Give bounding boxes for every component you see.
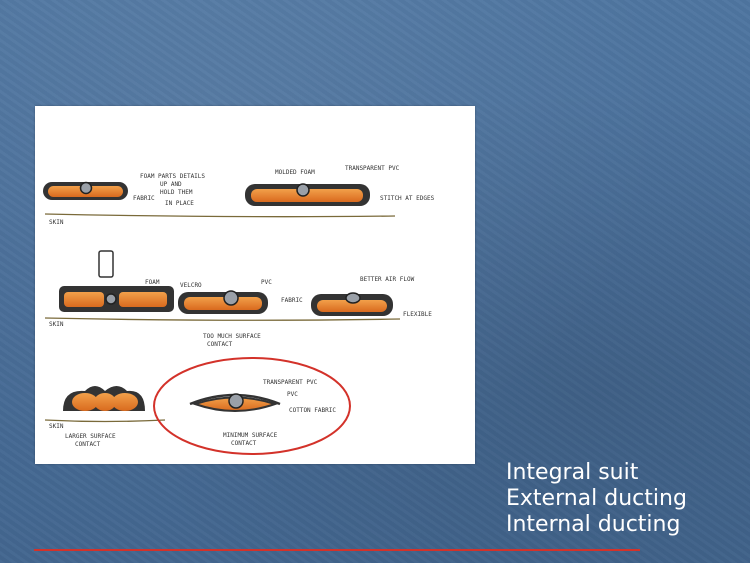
foam-part-2b: [184, 297, 262, 310]
note-1-fabric: FABRIC: [133, 195, 155, 202]
note-1c: HOLD THEM: [160, 189, 193, 196]
bullet-item: Integral suit: [506, 460, 736, 486]
foam-part-2a-left: [64, 292, 104, 307]
bullet-item: Internal ducting: [506, 512, 736, 538]
note-3-contact: CONTACT: [231, 440, 257, 447]
note-2-pvc: PVC: [261, 279, 272, 286]
note-1b: UP AND: [160, 181, 182, 188]
foam-bubble-3a-3: [112, 393, 138, 411]
note-1a: FOAM PARTS DETAILS: [140, 173, 205, 180]
note-3-pvc: TRANSPARENT PVC: [263, 379, 318, 386]
note-1d: IN PLACE: [165, 200, 194, 207]
note-2-fabric: FABRIC: [281, 297, 303, 304]
skin-label-3: SKIN: [49, 423, 64, 430]
sketch-row-1: SKIN FOAM PARTS DETAILS UP AND HOLD THEM…: [43, 165, 435, 226]
note-1-foam: MOLDED FOAM: [275, 169, 315, 176]
bullet-list: Integral suit External ducting Internal …: [506, 460, 736, 538]
air-duct-1b: [297, 184, 309, 196]
note-2-surface: TOO MUCH SURFACE: [203, 333, 261, 340]
foam-part-2a-right: [119, 292, 167, 307]
note-2-foam: FOAM: [145, 279, 160, 286]
note-2-velcro: VELCRO: [180, 282, 202, 289]
note-2-right: BETTER AIR FLOW: [360, 276, 415, 283]
note-1-pvc: TRANSPARENT PVC: [345, 165, 400, 172]
air-duct-1a: [81, 183, 92, 194]
note-1-stitch: STITCH AT EDGES: [380, 195, 435, 202]
air-duct-3b: [229, 394, 243, 408]
skin-line-3: [45, 420, 165, 422]
sketch-row-2: FOAM VELCRO PVC FABRIC TOO MUCH SURFACE …: [45, 251, 432, 348]
note-3-left2: CONTACT: [75, 441, 101, 448]
bullet-item: External ducting: [506, 486, 736, 512]
skin-line-1: [45, 214, 395, 217]
note-3-pvc2: PVC: [287, 391, 298, 398]
air-duct-2b: [224, 291, 238, 305]
sketch-row-3: SKIN LARGER SURFACE CONTACT TRANSPARENT …: [45, 358, 350, 454]
skin-label-1: SKIN: [49, 219, 64, 226]
connector-part: [99, 251, 113, 277]
footer-divider: [34, 549, 640, 551]
air-duct-2c: [346, 293, 360, 303]
note-2-far-right: FLEXIBLE: [403, 311, 432, 318]
note-3-left: LARGER SURFACE: [65, 433, 116, 440]
note-2-contact: CONTACT: [207, 341, 233, 348]
skin-label-2: SKIN: [49, 321, 64, 328]
sketch-drawing: SKIN FOAM PARTS DETAILS UP AND HOLD THEM…: [35, 106, 475, 464]
air-duct-2a: [106, 294, 116, 304]
note-3-min: MINIMUM SURFACE: [223, 432, 278, 439]
skin-line-2: [45, 318, 400, 320]
design-sketch-image: SKIN FOAM PARTS DETAILS UP AND HOLD THEM…: [35, 106, 475, 464]
note-3-cotton: COTTON FABRIC: [289, 407, 336, 414]
